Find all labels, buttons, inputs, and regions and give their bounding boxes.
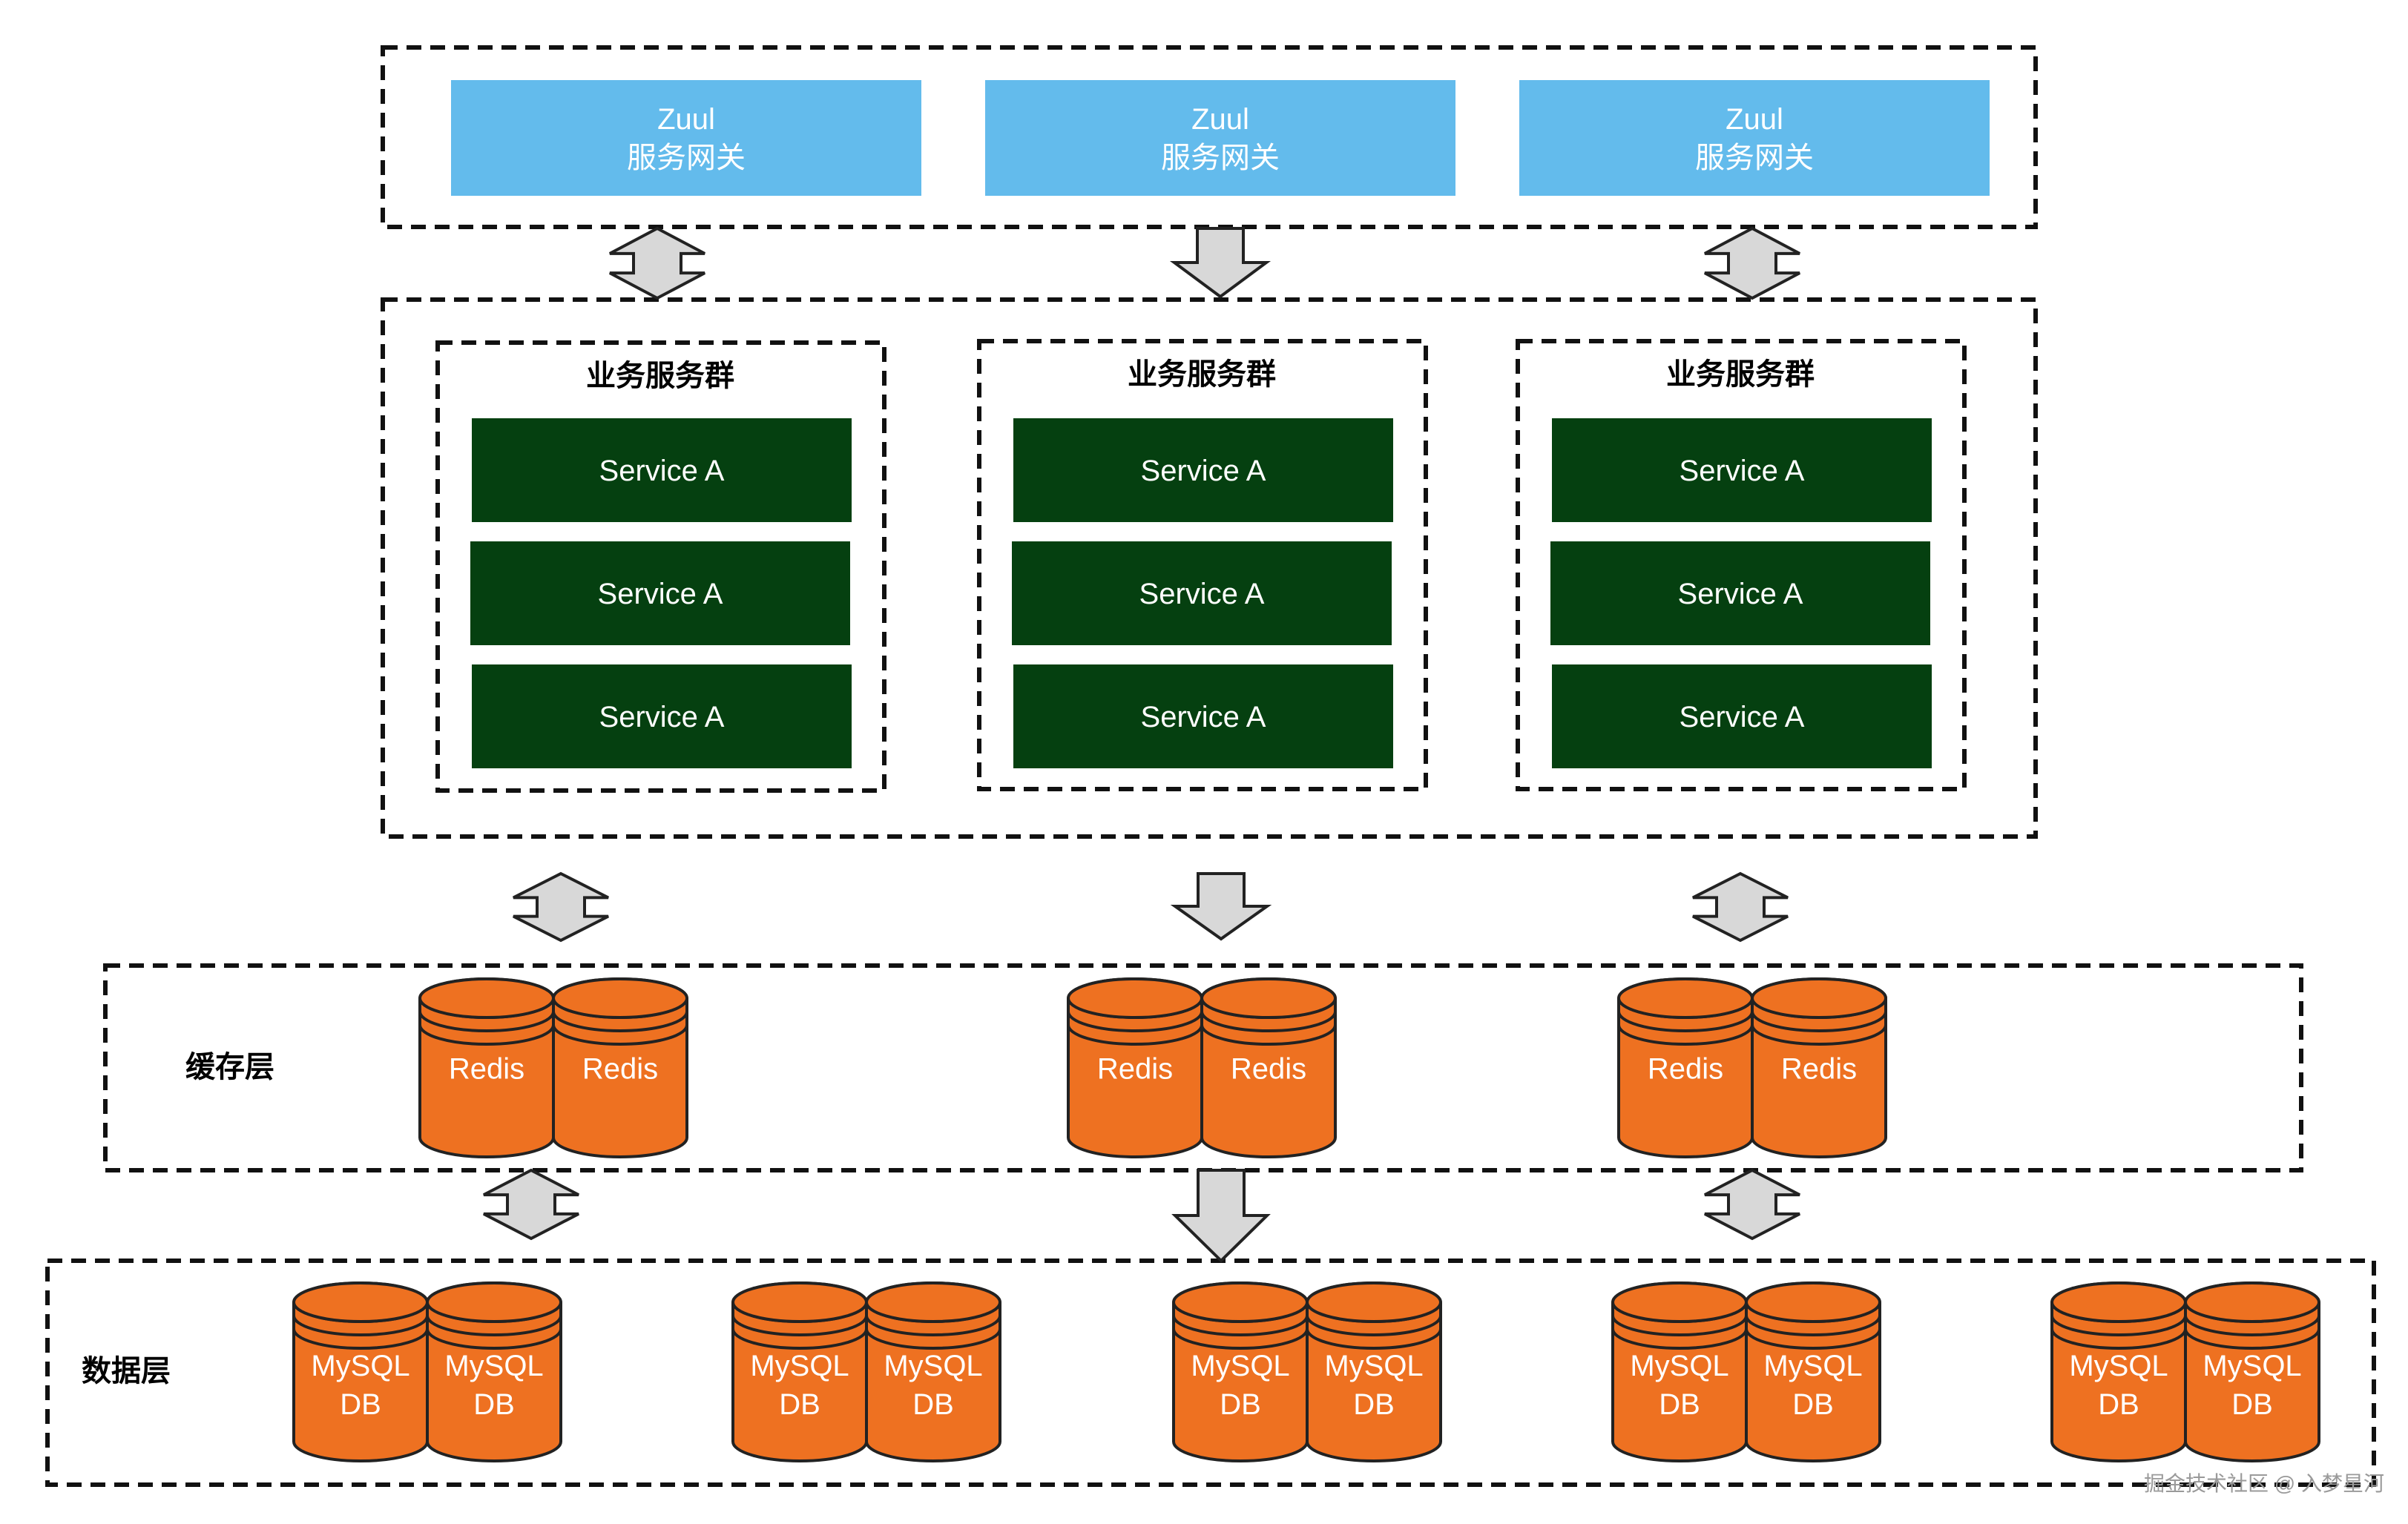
double-arrow-icon [1704, 1168, 1800, 1241]
db-label-line2: DB [1659, 1388, 1700, 1421]
service-box: Service A [1013, 418, 1393, 522]
service-box: Service A [470, 541, 850, 645]
db-label-line1: MySQL [1191, 1350, 1289, 1382]
db-label-line1: MySQL [2069, 1350, 2168, 1382]
mysql-cylinder: MySQL DB [2184, 1281, 2320, 1462]
mysql-cylinder: MySQL DB [731, 1281, 868, 1462]
mysql-cylinder: MySQL DB [1172, 1281, 1309, 1462]
db-label-line2: DB [1353, 1388, 1395, 1421]
gateway-name: Zuul [1726, 103, 1783, 136]
gateway-box-2: Zuul 服务网关 [985, 80, 1455, 196]
double-arrow-icon [609, 226, 705, 300]
service-label: Service A [598, 578, 723, 610]
service-box: Service A [1013, 664, 1393, 768]
db-label-line1: MySQL [1324, 1350, 1423, 1382]
mysql-cylinder: MySQL DB [426, 1281, 562, 1462]
service-group-title: 业务服务群 [586, 360, 734, 392]
gateway-name: Zuul [657, 103, 715, 136]
service-box: Service A [1552, 418, 1932, 522]
data-layer-container [45, 1259, 2376, 1487]
service-group-title: 业务服务群 [1666, 358, 1815, 391]
service-label: Service A [599, 455, 725, 487]
double-arrow-icon [513, 871, 609, 943]
double-arrow-icon [483, 1168, 579, 1241]
service-label: Service A [1141, 455, 1266, 487]
gateway-desc: 服务网关 [1695, 142, 1814, 174]
cache-layer-title: 缓存层 [185, 1051, 274, 1083]
gateway-desc: 服务网关 [1161, 142, 1280, 174]
service-group-1: 业务服务群 Service A Service A Service A [435, 340, 886, 793]
db-label-line2: DB [779, 1388, 820, 1421]
service-label: Service A [1139, 578, 1265, 610]
gateway-box-3: Zuul 服务网关 [1519, 80, 1990, 196]
db-label-line2: DB [340, 1388, 381, 1421]
redis-cylinder: Redis [1617, 977, 1754, 1158]
down-arrow-icon [1170, 872, 1272, 941]
double-arrow-icon [1704, 226, 1800, 300]
redis-cylinder: Redis [1751, 977, 1887, 1158]
db-label: Redis [1648, 1052, 1723, 1085]
down-arrow-icon [1171, 1169, 1271, 1263]
db-label-line1: MySQL [1630, 1350, 1728, 1382]
service-box: Service A [1012, 541, 1392, 645]
gateway-name: Zuul [1191, 103, 1249, 136]
db-label: Redis [582, 1052, 658, 1085]
service-group-3: 业务服务群 Service A Service A Service A [1516, 339, 1967, 791]
redis-cylinder: Redis [1067, 977, 1203, 1158]
mysql-cylinder: MySQL DB [292, 1281, 429, 1462]
db-label-line2: DB [2231, 1388, 2273, 1421]
db-label: Redis [1097, 1052, 1173, 1085]
db-label-line1: MySQL [750, 1350, 849, 1382]
service-box: Service A [1550, 541, 1930, 645]
service-label: Service A [1678, 578, 1803, 610]
service-label: Service A [1141, 701, 1266, 733]
db-label-line1: MySQL [1763, 1350, 1862, 1382]
service-label: Service A [599, 701, 725, 733]
mysql-cylinder: MySQL DB [1611, 1281, 1748, 1462]
db-label-line2: DB [473, 1388, 515, 1421]
db-label: Redis [1781, 1052, 1857, 1085]
db-label-line1: MySQL [884, 1350, 982, 1382]
db-label: Redis [1231, 1052, 1306, 1085]
mysql-cylinder: MySQL DB [2050, 1281, 2187, 1462]
service-box: Service A [1552, 664, 1932, 768]
double-arrow-icon [1692, 871, 1789, 943]
db-label-line2: DB [1220, 1388, 1261, 1421]
service-layer-container [381, 297, 2038, 839]
service-label: Service A [1680, 701, 1805, 733]
db-label-line1: MySQL [444, 1350, 543, 1382]
mysql-cylinder: MySQL DB [1306, 1281, 1442, 1462]
db-label-line1: MySQL [311, 1350, 409, 1382]
arrows [483, 226, 1800, 1263]
gateway-desc: 服务网关 [627, 142, 746, 174]
db-label-line2: DB [2098, 1388, 2139, 1421]
mysql-cylinder: MySQL DB [1745, 1281, 1881, 1462]
redis-cylinder: Redis [418, 977, 555, 1158]
data-layer-title: 数据层 [82, 1355, 171, 1388]
db-label-line2: DB [912, 1388, 954, 1421]
db-label: Redis [449, 1052, 524, 1085]
watermark: 掘金技术社区 @ 入梦星河 [2144, 1472, 2384, 1495]
redis-cylinder: Redis [1200, 977, 1337, 1158]
service-group-2: 业务服务群 Service A Service A Service A [977, 339, 1428, 791]
service-group-title: 业务服务群 [1128, 358, 1276, 391]
mysql-cylinder: MySQL DB [865, 1281, 1001, 1462]
db-label-line1: MySQL [2203, 1350, 2301, 1382]
service-label: Service A [1680, 455, 1805, 487]
service-box: Service A [472, 664, 852, 768]
redis-cylinder: Redis [552, 977, 688, 1158]
service-box: Service A [472, 418, 852, 522]
db-label-line2: DB [1792, 1388, 1834, 1421]
down-arrow-icon [1169, 227, 1272, 299]
gateway-box-1: Zuul 服务网关 [451, 80, 921, 196]
